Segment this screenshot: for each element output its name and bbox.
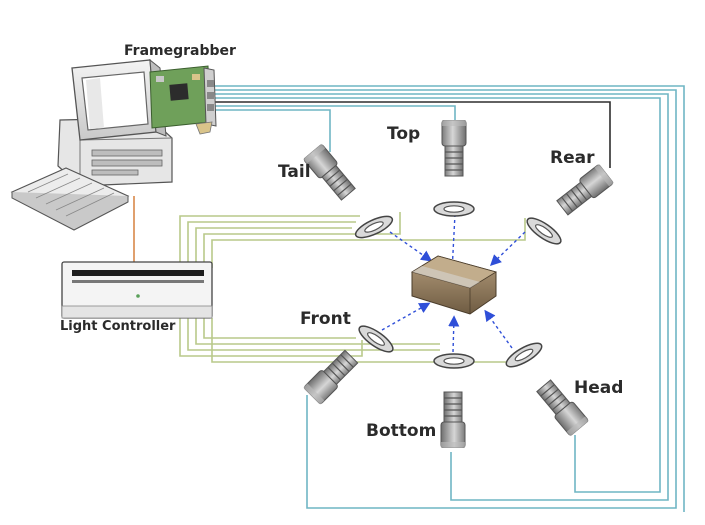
light-controller-box [61,261,213,319]
front-camera-label: Front [300,309,351,329]
framegrabber-card [149,65,217,135]
cable-head [206,97,661,493]
computer [10,58,173,231]
camera-top [441,120,467,177]
top-camera-label: Top [387,124,421,144]
camera-rear [554,163,615,218]
light-controller-label: Light Controller [60,319,176,334]
camera-cables [200,85,685,512]
cable-rear [204,101,611,168]
ring-light-bottom [433,353,475,369]
inspected-component [411,255,497,315]
cable-top [202,105,456,122]
ring-light-head [502,338,546,372]
head-camera-label: Head [574,378,624,398]
ring-light-rear [522,213,566,249]
framegrabber-label: Framegrabber [124,43,236,59]
bottom-camera-label: Bottom [366,421,437,441]
ring-light-top [433,201,475,217]
tail-camera-label: Tail [278,162,311,182]
rear-camera-label: Rear [550,148,595,168]
camera-tail [302,143,359,203]
cable-tail [200,109,331,152]
light-cables [179,212,526,363]
camera-bottom [440,391,466,448]
cable-bottom [208,93,669,501]
cable-front [210,89,677,509]
